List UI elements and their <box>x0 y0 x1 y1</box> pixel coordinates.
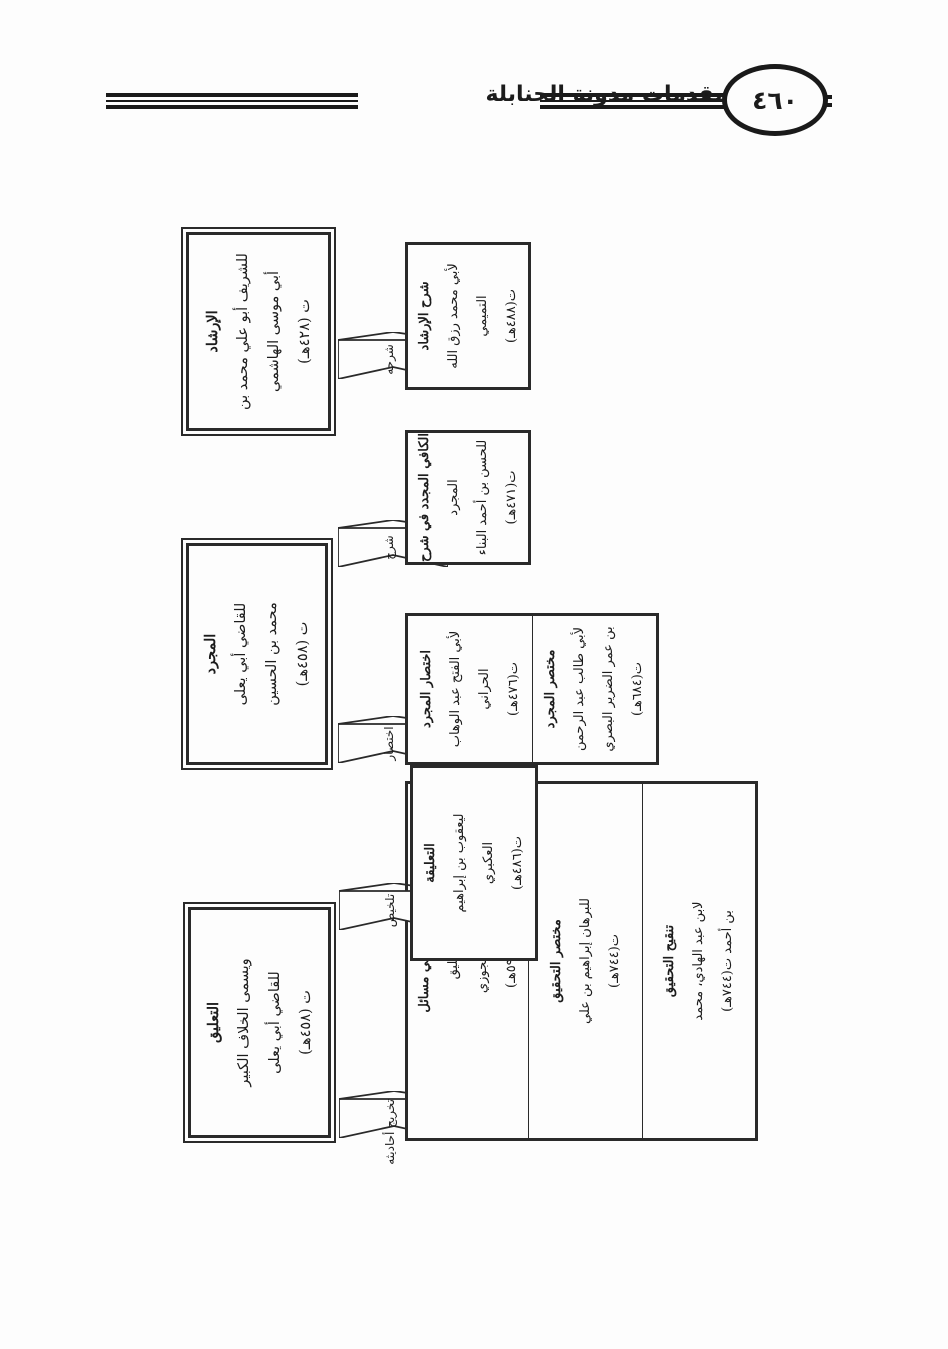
header-rule-right-mid <box>540 100 728 102</box>
relation-label: تخريج أحاديثه <box>383 1099 397 1165</box>
header-rule-left-top <box>106 93 358 97</box>
derived-work-line-3: ت(٤٧٦هـ) <box>505 661 521 716</box>
derived-work-cell: مختصر المجرد لأبي طالب عبد الرحمن بن عمر ا… <box>533 616 657 762</box>
derived-work-line-1: لأبي الفتح عبد الوهاب <box>447 630 463 748</box>
source-book-box: الإرشاد للشريف أبو علي محمد بن أبي موسى ال… <box>182 225 335 438</box>
source-book-box: المجرد للقاضي أبي يعلى محمد بن الحسين ت (٤٥… <box>182 535 332 773</box>
derived-work-cell: تنقيح التحقيق لابن عبد الهادي، محمد بن أحم… <box>643 784 756 1138</box>
source-book-cell: المجرد للقاضي أبي يعلى محمد بن الحسين ت (٤٥… <box>189 546 325 762</box>
derived-work-line-2: للحسن بن أحمد البناء <box>475 439 490 556</box>
derived-work-title: تنقيح التحقيق <box>662 924 678 998</box>
source-book-line-3: ت (٤٥٨هـ) <box>295 621 311 687</box>
source-book-line-3: ت (٤٥٨هـ) <box>297 990 314 1055</box>
header-rule-right-top <box>540 93 728 97</box>
derived-work-line-2: الحراني <box>476 668 492 710</box>
derived-work-cell: شرح الإرشاد لأبي محمد رزق الله التميمي ت(٤٨… <box>408 245 528 387</box>
derived-work-title: شرح الإرشاد <box>417 281 432 351</box>
derived-work-title: اختصار المجرد <box>418 649 434 729</box>
derived-work-line-2: التميمي <box>475 295 490 337</box>
derived-work-line-1: للبرهان إبراهيم بن علي <box>577 898 593 1024</box>
source-book-title: التعليق <box>204 1001 222 1044</box>
source-book-title: الإرشاد <box>203 310 221 353</box>
relation-label: شرح <box>382 535 396 560</box>
derived-work-title: التعليقة <box>423 843 438 883</box>
derived-work-line-3: ت(٤٨٦هـ) <box>510 835 525 890</box>
derived-work-title: مختصر المجرد <box>543 649 559 729</box>
derived-work-line-1: ليعقوب بن إبراهيم <box>452 813 467 913</box>
source-book-line-2: أبي موسى الهاشمي <box>265 270 282 393</box>
derived-work-cell: مختصر التحقيق للبرهان إبراهيم بن علي ت(٧٤٤… <box>529 784 643 1138</box>
derived-work-line-2: بن عمر الضرير البصري <box>601 626 617 752</box>
source-book-line-1: ويسمى الخلاف الكبير <box>235 958 252 1087</box>
source-book-line-3: ت (٤٢٨هـ) <box>296 299 313 364</box>
source-book-line-2: للقاضي أبي يعلى <box>266 971 283 1074</box>
header-rule-left-mid <box>106 100 358 102</box>
source-book-cell: الإرشاد للشريف أبو علي محمد بن أبي موسى ال… <box>189 235 328 428</box>
header-rule-right-bot <box>540 105 728 109</box>
derived-work-line-2: ت(٧٤٤هـ) <box>606 933 622 988</box>
derived-work-line-3: ت(٤٧١هـ) <box>504 470 519 525</box>
derived-work-cell: التعليقة ليعقوب بن إبراهيم العكبري ت(٤٨٦هـ) <box>413 768 535 958</box>
derived-work-line-2: بن أحمد ت(٧٤٤هـ) <box>720 910 736 1012</box>
derived-work-line-1: لأبي طالب عبد الرحمن <box>572 627 588 751</box>
derived-work-cell: الكافي المجدد في شرح المجرد للحسن بن أحمد … <box>408 433 528 562</box>
derived-work-line-1: المجرد <box>446 479 461 516</box>
derived-work-cell: اختصار المجرد لأبي الفتح عبد الوهاب الحران… <box>408 616 533 762</box>
source-book-box: التعليق ويسمى الخلاف الكبير للقاضي أبي يعل… <box>184 898 335 1147</box>
source-book-line-2: محمد بن الحسين <box>264 602 280 706</box>
relation-label: تلخيص <box>383 893 397 928</box>
derived-work-title: مختصر التحقيق <box>548 919 564 1003</box>
derived-works-box: الكافي المجدد في شرح المجرد للحسن بن أحمد … <box>405 430 531 565</box>
derived-work-line-3: ت(٤٨٨هـ) <box>504 288 519 343</box>
derived-work-line-3: ت(٦٨٤هـ) <box>630 661 646 716</box>
page-number: ٤٦٠ <box>722 64 828 136</box>
book-title: مقدمات مدونة الحنابلة <box>485 82 728 107</box>
source-book-cell: التعليق ويسمى الخلاف الكبير للقاضي أبي يعل… <box>191 910 328 1135</box>
derived-works-box: التعليقة ليعقوب بن إبراهيم العكبري ت(٤٨٦هـ) <box>410 765 538 961</box>
derived-work-line-2: العكبري <box>481 841 496 885</box>
relation-label: اختصار <box>382 726 396 761</box>
derived-work-title: الكافي المجدد في شرح <box>417 433 432 562</box>
source-book-line-1: للشريف أبو علي محمد بن <box>234 253 251 410</box>
derived-works-box: اختصار المجرد لأبي الفتح عبد الوهاب الحران… <box>405 613 659 765</box>
source-book-line-1: للقاضي أبي يعلى <box>233 602 249 706</box>
source-book-title: المجرد <box>202 633 219 675</box>
derived-work-line-1: لابن عبد الهادي، محمد <box>691 901 707 1021</box>
derived-work-line-1: لأبي محمد رزق الله <box>446 263 461 369</box>
derived-works-box: شرح الإرشاد لأبي محمد رزق الله التميمي ت(٤٨… <box>405 242 531 390</box>
relation-label: شرحه <box>382 344 396 375</box>
header-rule-left-bot <box>106 105 358 109</box>
